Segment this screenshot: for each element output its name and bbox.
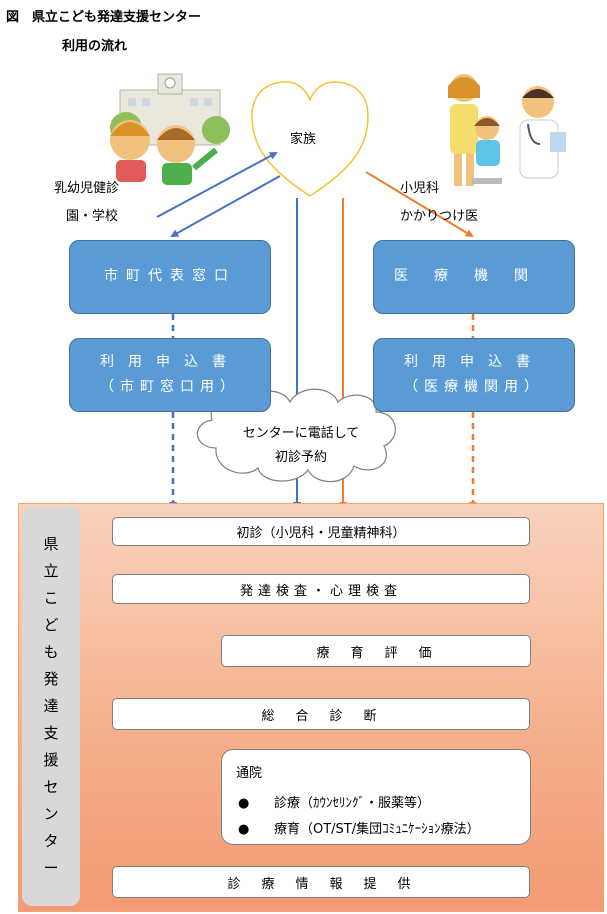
application-medical-line2: （医療機関用） xyxy=(404,379,544,395)
center-label-char: 達 xyxy=(43,697,59,715)
tests-label: 発達検査・心理検査 xyxy=(239,583,402,599)
city-window-box: 市町代表窓口 xyxy=(69,240,271,314)
cloud-text: センターに電話して 初診予約 xyxy=(226,422,376,470)
outpatient-box: 通院 ● 診療（ｶｳﾝｾﾘﾝｸﾞ・服薬等） ● 療育（OT/ST/集団ｺﾐｭﾆｹｰｼ… xyxy=(221,749,531,845)
first-visit-box: 初診（小児科・児童精神科） xyxy=(112,517,530,546)
outpatient-item-therapy: ● 療育（OT/ST/集団ｺﾐｭﾆｹｰｼｮﾝ療法） xyxy=(238,818,480,837)
center-label-char: こ xyxy=(43,589,59,607)
heart-label: 家族 xyxy=(290,132,317,147)
first-visit-label: 初診（小児科・児童精神科） xyxy=(236,526,406,541)
tests-box: 発達検査・心理検査 xyxy=(112,574,530,604)
figure-subtitle: 利用の流れ xyxy=(62,39,128,54)
figure-title: 図 県立こども発達支援センター xyxy=(6,10,202,25)
center-label-char: タ xyxy=(43,832,59,850)
center-vertical-label: 県立こども発達支援センター xyxy=(22,507,80,906)
center-label-char: 支 xyxy=(43,724,59,742)
outpatient-heading: 通院 xyxy=(236,766,263,781)
info-provision-label: 診 療 情 報 提 供 xyxy=(227,876,415,892)
center-label-char: ン xyxy=(43,805,59,823)
heart-shape xyxy=(251,81,369,197)
diagnosis-box: 総 合 診 断 xyxy=(112,698,530,730)
evaluation-box: 療 育 評 価 xyxy=(221,635,531,667)
family-doctor-illustration xyxy=(448,74,566,186)
medical-institution-label: 医療機関 xyxy=(394,268,554,285)
application-medical-box: 利用申込書 （医療機関用） xyxy=(373,338,575,412)
application-city-line1: 利用申込書 xyxy=(100,353,240,370)
center-label-char: セ xyxy=(43,778,59,796)
center-label-char: 県 xyxy=(43,535,59,553)
cloud-line2: 初診予約 xyxy=(274,450,327,465)
city-window-label: 市町代表窓口 xyxy=(104,268,236,285)
center-label-char: 立 xyxy=(43,562,59,580)
bullet-icon: ● xyxy=(238,822,250,837)
bullet-icon: ● xyxy=(238,796,250,811)
center-label-char: 発 xyxy=(43,670,59,688)
outpatient-item-consultation: ● 診療（ｶｳﾝｾﾘﾝｸﾞ・服薬等） xyxy=(238,792,430,811)
application-medical-line1: 利用申込書 xyxy=(404,353,544,370)
evaluation-label: 療 育 評 価 xyxy=(316,645,436,661)
label-school: 園・学校 xyxy=(66,209,119,224)
center-label-char: 援 xyxy=(43,751,59,769)
application-city-box: 利用申込書 （市町窓口用） xyxy=(69,338,271,412)
label-pediatrics: 小児科 xyxy=(400,181,440,196)
medical-institution-box: 医療機関 xyxy=(373,240,575,314)
center-label-char: ど xyxy=(43,616,59,634)
center-label-char: ー xyxy=(43,859,59,877)
outpatient-item2-text: 療育（OT/ST/集団ｺﾐｭﾆｹｰｼｮﾝ療法） xyxy=(274,822,480,837)
label-health-checkup: 乳幼児健診 xyxy=(54,181,120,196)
label-family-doctor: かかりつけ医 xyxy=(400,209,479,224)
children-school-illustration xyxy=(110,73,230,185)
outpatient-item1-text: 診療（ｶｳﾝｾﾘﾝｸﾞ・服薬等） xyxy=(274,796,431,811)
center-label-char: も xyxy=(43,643,59,661)
diagnosis-label: 総 合 診 断 xyxy=(261,708,381,724)
cloud-line1: センターに電話して xyxy=(242,426,360,441)
info-provision-box: 診 療 情 報 提 供 xyxy=(112,866,530,898)
application-city-line2: （市町窓口用） xyxy=(100,379,240,395)
